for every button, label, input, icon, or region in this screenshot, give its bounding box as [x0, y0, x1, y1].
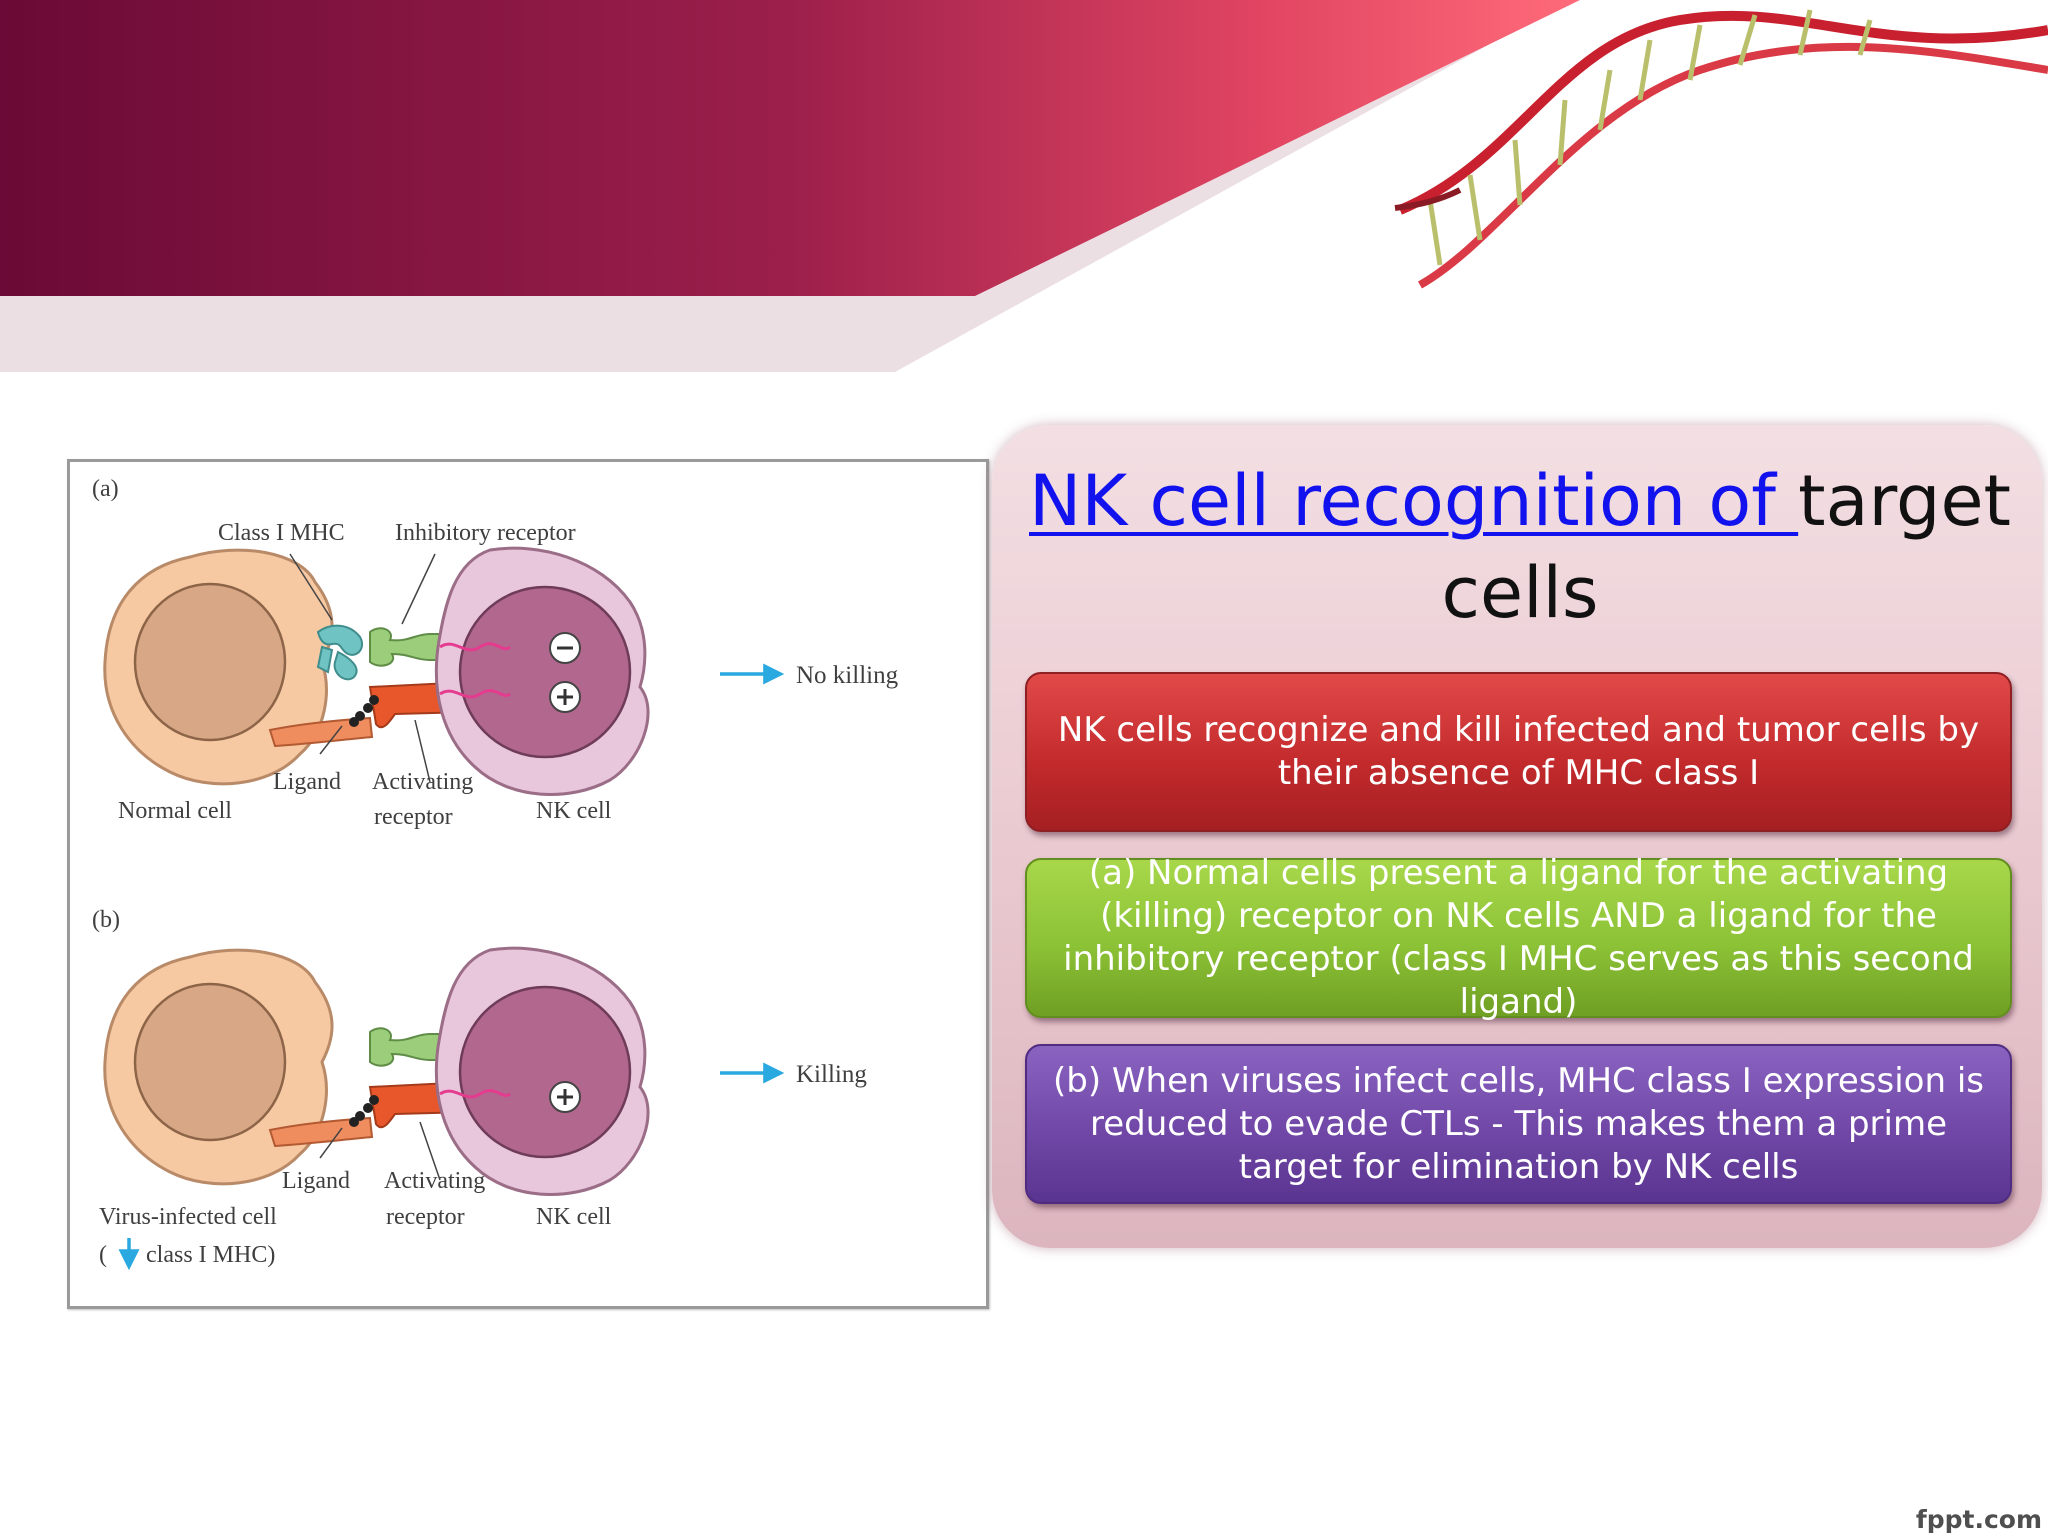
class-i-note-open: (	[99, 1242, 107, 1268]
nk-recognition-figure: (a)	[67, 459, 989, 1309]
outcome-label-b: Killing	[796, 1061, 867, 1088]
virus-infected-box: (b) When viruses infect cells, MHC class…	[1025, 1044, 2012, 1204]
activating-label-a-line2: receptor	[374, 804, 453, 830]
header-banner	[0, 0, 2048, 372]
signal-wave-activating	[439, 689, 511, 699]
outcome-label-a: No killing	[796, 662, 899, 689]
summary-box: NK cells recognize and kill infected and…	[1025, 672, 2012, 832]
normal-cell-box: (a) Normal cells present a ligand for th…	[1025, 853, 2012, 1022]
slide-title: NK cell recognition of target cells	[1020, 455, 2020, 639]
inhibitory-receptor-label: Inhibitory receptor	[395, 520, 576, 546]
nk-cell-label-b: NK cell	[536, 1204, 612, 1230]
activating-label-a-line1: Activating	[372, 769, 473, 795]
class-i-mhc-label: Class I MHC	[218, 520, 345, 546]
watermark: fppt.com	[1915, 1505, 2042, 1534]
class-i-note-text: class I MHC)	[146, 1242, 275, 1268]
ligand-b	[268, 1095, 379, 1148]
panel-b-label: (b)	[92, 907, 120, 933]
normal-cell-nucleus	[133, 582, 287, 742]
ligand-label-b: Ligand	[282, 1168, 350, 1194]
nk-cell-b-nucleus	[458, 985, 632, 1159]
activating-label-b-line2: receptor	[386, 1204, 465, 1230]
virus-infected-cell-nucleus	[133, 982, 287, 1142]
banner-dark-band	[0, 0, 1580, 296]
signal-wave-activating-b	[439, 1089, 511, 1099]
class-i-mhc	[316, 624, 364, 681]
dna-helix-graphic	[1394, 9, 2048, 289]
ligand-label-a: Ligand	[273, 769, 341, 795]
panel-a-label: (a)	[92, 476, 119, 502]
ligand	[268, 695, 379, 748]
virus-infected-cell-label: Virus-infected cell	[99, 1204, 277, 1230]
figure-diagram: (a)	[92, 476, 899, 1271]
title-rest: target cells	[1441, 460, 2011, 634]
panel-a: (a)	[92, 476, 899, 830]
activating-label-b-line1: Activating	[384, 1168, 485, 1194]
panel-b: (b) Ligand Activating receptor	[92, 907, 867, 1271]
nk-cell-label-a: NK cell	[536, 798, 612, 824]
title-link[interactable]: NK cell recognition of	[1029, 460, 1799, 542]
signal-wave-inhibitory	[439, 642, 511, 652]
normal-cell-label: Normal cell	[118, 798, 232, 824]
nk-cell-nucleus	[458, 585, 632, 759]
